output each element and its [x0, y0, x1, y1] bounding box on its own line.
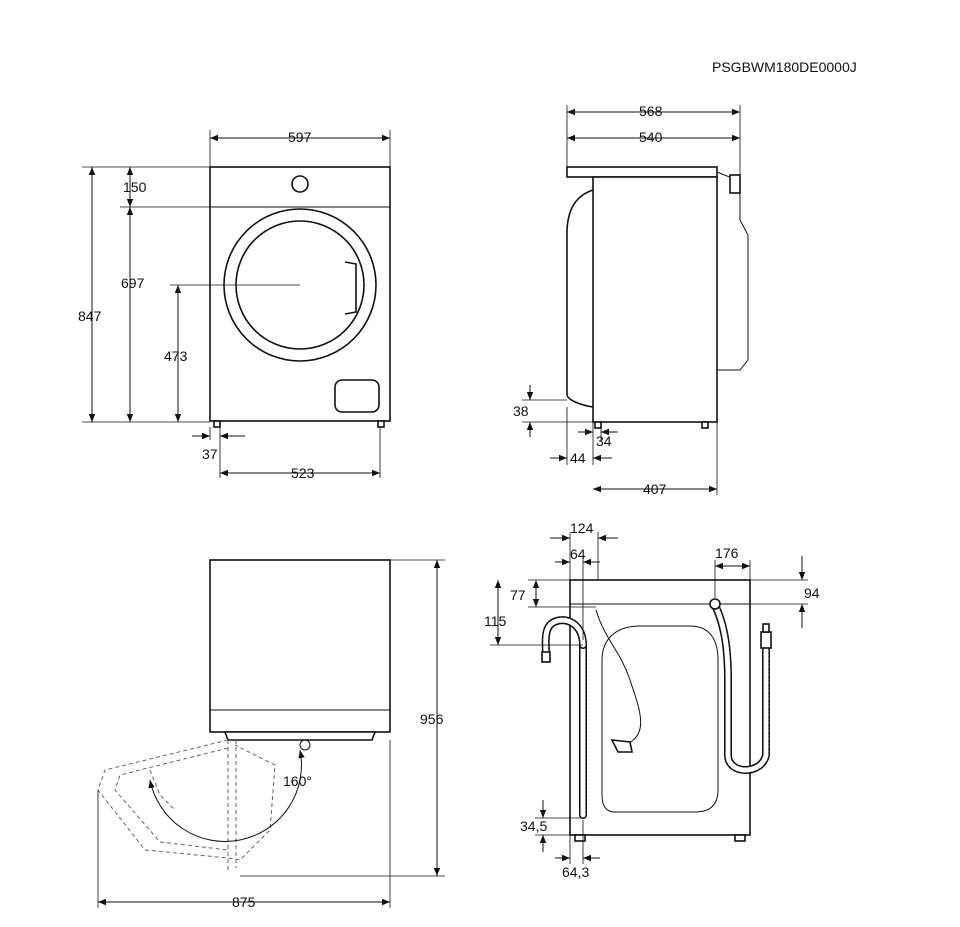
open-door-outline: [97, 739, 276, 861]
dim-hose-offset-b: 64: [570, 546, 586, 562]
power-cable: [595, 609, 642, 746]
side-door-profile: [566, 189, 594, 408]
dim-hose-offset-a: 124: [570, 520, 594, 536]
dim-bottom-offset: 64,3: [562, 864, 589, 880]
dim-inlet-offset: 176: [715, 545, 739, 561]
dim-feet-spacing: 523: [291, 465, 315, 481]
dim-opening-angle: 160°: [283, 773, 312, 789]
dim-front-protrusion: 44: [570, 450, 586, 466]
side-view: 568 540 38 34 44 407: [513, 103, 749, 497]
dim-depth-total: 568: [639, 103, 663, 119]
dim-inlet-top: 94: [804, 585, 820, 601]
dim-feet-depth: 407: [643, 481, 667, 497]
door-handle: [344, 261, 357, 315]
side-cabinet: [592, 176, 718, 423]
control-knob: [291, 175, 309, 193]
dim-width-open: 875: [232, 894, 256, 910]
dim-door-center: 473: [164, 348, 188, 364]
rear-panel-cutout: [601, 625, 719, 813]
dim-drain-top: 77: [510, 587, 526, 603]
dim-door-top: 697: [121, 275, 145, 291]
top-view: 160° 956 875: [97, 559, 445, 910]
dim-depth-body: 540: [639, 129, 663, 145]
dim-front-height: 847: [78, 308, 102, 324]
front-view: 597 847 150 697 473 37 523: [78, 129, 391, 481]
dim-side-foot-offset: 34: [596, 433, 612, 449]
dim-front-width: 597: [288, 129, 312, 145]
rear-view: 124 64 176 77 115 94 34,5: [484, 520, 820, 880]
side-top-plate: [566, 166, 718, 178]
model-code: PSGBWM180DE0000J: [712, 59, 857, 75]
dim-top-panel: 150: [123, 179, 147, 195]
filter-cover: [334, 379, 380, 413]
top-cabinet: [209, 559, 391, 733]
dim-depth-open: 956: [420, 711, 444, 727]
dim-door-clearance: 38: [513, 403, 529, 419]
dim-foot-offset: 37: [202, 446, 218, 462]
dim-drain-height: 115: [484, 613, 507, 629]
dim-bottom-height: 34,5: [520, 818, 547, 834]
